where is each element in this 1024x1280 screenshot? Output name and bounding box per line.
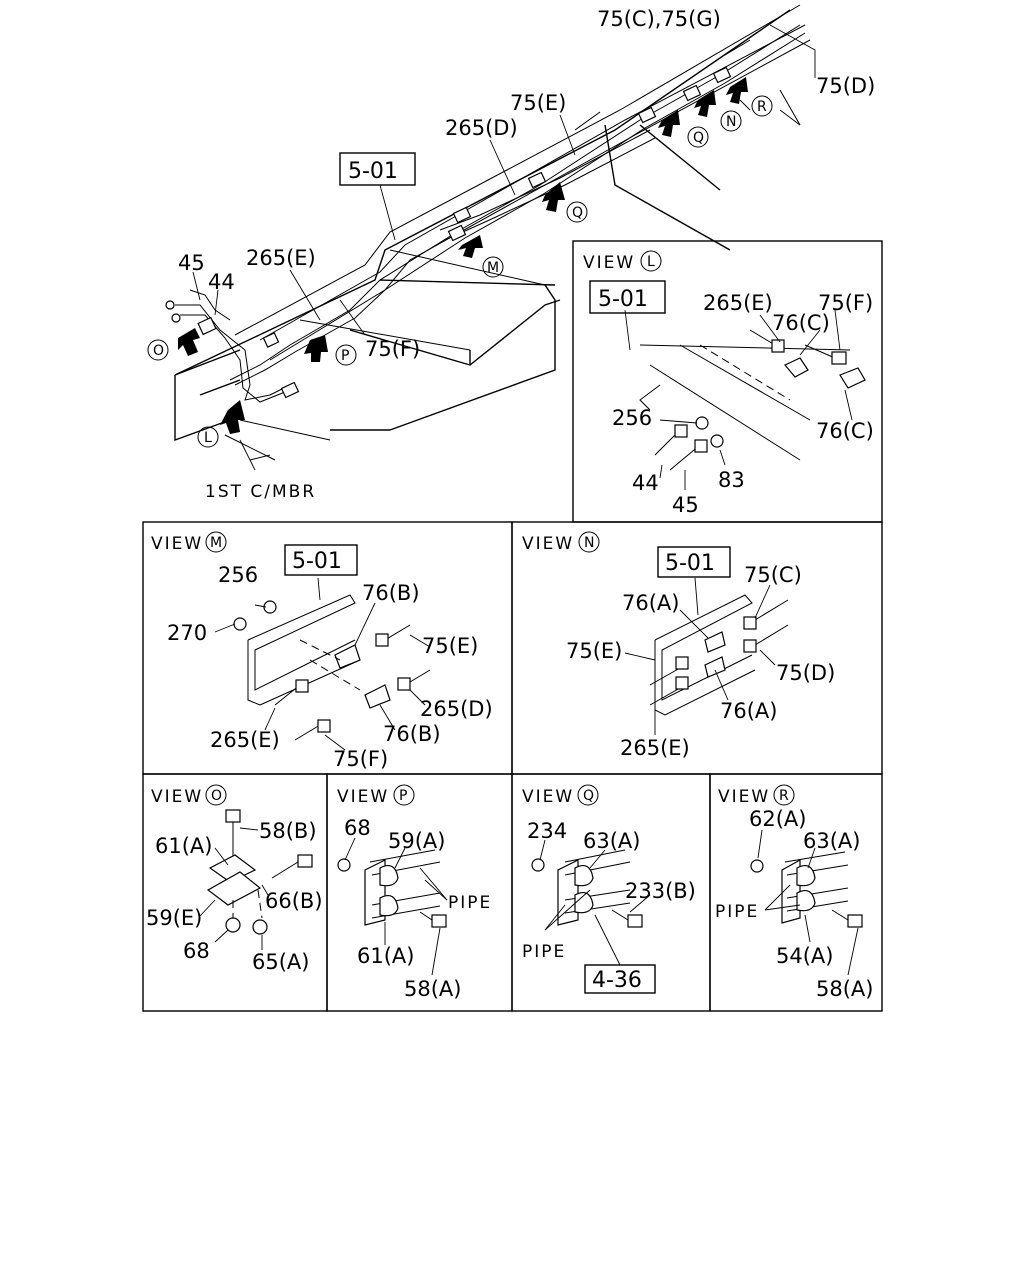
svg-text:256: 256: [612, 406, 652, 430]
view-l-panel: VIEW L 5-01 265(E) 75(F) 76(C) 256 76(C)…: [583, 250, 874, 517]
marker-o: O: [147, 339, 169, 361]
svg-text:63(A): 63(A): [803, 829, 860, 853]
svg-text:76(A): 76(A): [622, 591, 679, 615]
panel-grid: [142, 240, 883, 1012]
view-m-letter: M: [210, 535, 222, 551]
view-o-title: VIEW: [151, 787, 203, 807]
view-l-letter: L: [647, 254, 655, 270]
label-265e: 265(E): [246, 246, 316, 270]
svg-text:265(E): 265(E): [210, 728, 280, 752]
view-q-panel: VIEW Q 4-36 234 63(A) 233(B) PIPE: [522, 784, 696, 994]
svg-text:PIPE: PIPE: [448, 893, 492, 913]
svg-text:O: O: [153, 343, 164, 359]
view-n-ref-box: 5-01: [665, 551, 715, 576]
marker-q2: Q: [687, 126, 709, 148]
main-ref-box: 5-01: [348, 159, 398, 184]
view-p-panel: VIEW P 68 59(A) PIPE 61(A) 58(A): [337, 784, 492, 1001]
view-l-ref-box: 5-01: [598, 287, 648, 312]
label-75e: 75(E): [510, 91, 566, 115]
label-44: 44: [208, 270, 235, 294]
svg-text:N: N: [726, 114, 736, 130]
svg-text:58(A): 58(A): [816, 977, 873, 1001]
svg-text:233(B): 233(B): [625, 879, 696, 903]
view-r-panel: VIEW R 62(A) 63(A) PIPE 54(A) 58(A): [715, 784, 873, 1001]
marker-r: R: [751, 95, 773, 117]
label-75d: 75(D): [816, 74, 875, 98]
view-p-title: VIEW: [337, 787, 389, 807]
svg-text:L: L: [204, 430, 212, 446]
svg-text:59(E): 59(E): [146, 906, 202, 930]
svg-text:PIPE: PIPE: [715, 902, 759, 922]
view-m-ref-box: 5-01: [292, 549, 342, 574]
svg-text:76(B): 76(B): [362, 581, 420, 605]
svg-text:75(D): 75(D): [776, 661, 835, 685]
svg-text:66(B): 66(B): [265, 889, 323, 913]
view-q-letter: Q: [583, 788, 594, 804]
svg-text:75(F): 75(F): [818, 291, 873, 315]
svg-text:75(E): 75(E): [566, 639, 622, 663]
view-o-panel: VIEW O 58(B) 61(A) 66(B) 59(E) 68 65(A): [146, 784, 323, 974]
svg-text:265(E): 265(E): [703, 291, 773, 315]
svg-text:Q: Q: [572, 205, 583, 221]
svg-text:63(A): 63(A): [583, 829, 640, 853]
svg-text:62(A): 62(A): [749, 807, 806, 831]
label-45: 45: [178, 251, 205, 275]
view-o-letter: O: [211, 788, 222, 804]
svg-text:58(B): 58(B): [259, 819, 317, 843]
view-r-letter: R: [779, 788, 789, 804]
svg-text:270: 270: [167, 621, 207, 645]
view-n-panel: VIEW N 5-01 75(C) 76(A) 75(E) 75(D) 76(A…: [522, 531, 835, 760]
svg-text:265(E): 265(E): [620, 736, 690, 760]
svg-text:65(A): 65(A): [252, 950, 309, 974]
svg-text:75(E): 75(E): [422, 634, 478, 658]
marker-l: L: [197, 426, 219, 448]
label-1st-cmbr: 1ST C/MBR: [205, 482, 316, 502]
marker-p: P: [335, 344, 357, 366]
view-p-letter: P: [399, 788, 407, 804]
view-m-panel: VIEW M 5-01 256 76(B) 270 75(E) 265(D): [151, 531, 493, 771]
svg-text:58(A): 58(A): [404, 977, 461, 1001]
svg-text:44: 44: [632, 471, 659, 495]
svg-text:61(A): 61(A): [357, 944, 414, 968]
svg-text:R: R: [757, 99, 767, 115]
svg-text:PIPE: PIPE: [522, 942, 566, 962]
view-q-title: VIEW: [522, 787, 574, 807]
marker-q1: Q: [566, 201, 588, 223]
view-r-title: VIEW: [718, 787, 770, 807]
svg-text:76(C): 76(C): [816, 419, 874, 443]
svg-text:M: M: [487, 260, 499, 276]
marker-n: N: [720, 110, 742, 132]
label-75f: 75(F): [365, 337, 420, 361]
svg-text:Q: Q: [693, 130, 704, 146]
view-q-ref-box: 4-36: [592, 968, 642, 993]
svg-text:76(B): 76(B): [383, 722, 441, 746]
svg-text:76(C): 76(C): [772, 311, 830, 335]
svg-text:45: 45: [672, 493, 699, 517]
view-n-title: VIEW: [522, 534, 574, 554]
svg-text:265(D): 265(D): [420, 697, 493, 721]
main-frame-view: 5-01 75(C),75(G) 75(D) 75(E) 265(D) 265(…: [147, 4, 875, 502]
view-l-title: VIEW: [583, 253, 635, 273]
svg-text:54(A): 54(A): [776, 944, 833, 968]
svg-text:59(A): 59(A): [388, 829, 445, 853]
svg-text:256: 256: [218, 563, 258, 587]
svg-text:61(A): 61(A): [155, 834, 212, 858]
marker-m: M: [482, 256, 504, 278]
svg-text:P: P: [341, 348, 349, 364]
label-265d: 265(D): [445, 116, 518, 140]
view-m-title: VIEW: [151, 534, 203, 554]
svg-text:75(F): 75(F): [333, 747, 388, 771]
svg-text:75(C): 75(C): [744, 563, 802, 587]
svg-text:68: 68: [183, 939, 210, 963]
svg-text:83: 83: [718, 468, 745, 492]
svg-text:68: 68: [344, 816, 371, 840]
label-75cg: 75(C),75(G): [597, 7, 721, 31]
view-n-letter: N: [584, 535, 594, 551]
svg-text:76(A): 76(A): [720, 699, 777, 723]
svg-text:234: 234: [527, 819, 567, 843]
